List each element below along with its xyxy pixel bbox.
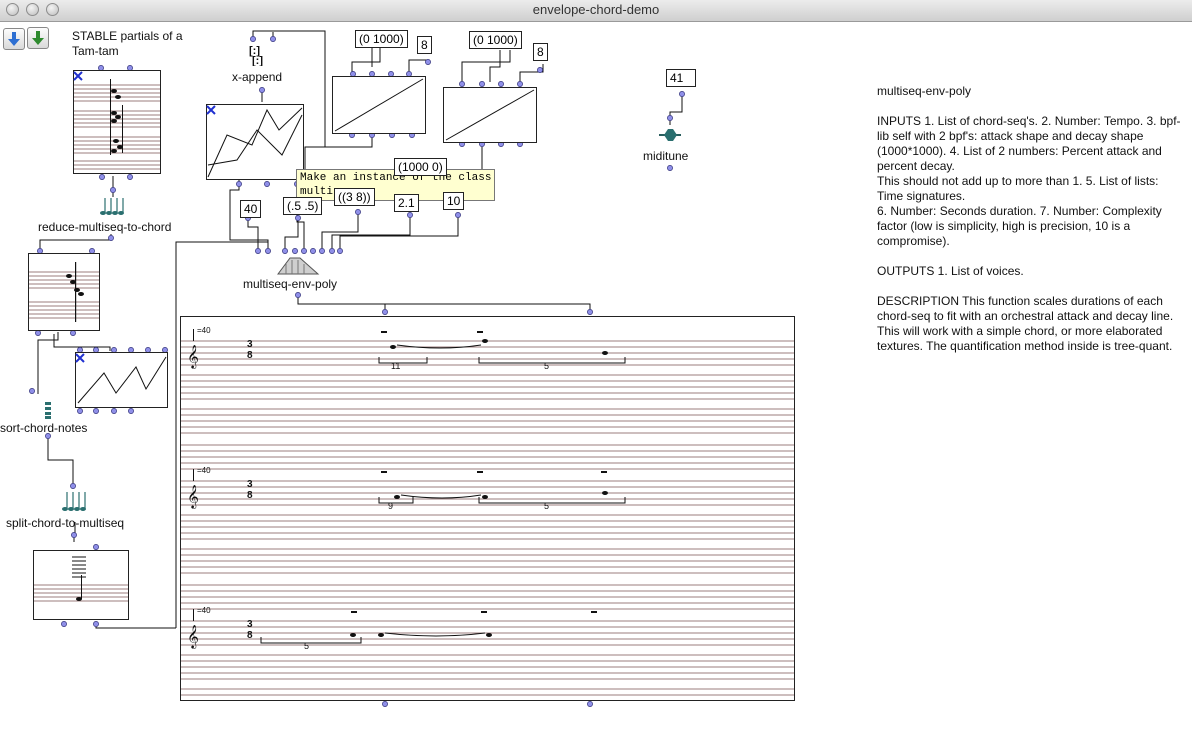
score-staves: 𝄞 𝄞 𝄞 [181,317,794,700]
bpf-editor-zigzag[interactable] [75,352,168,408]
svg-text:[:]: [:] [252,55,263,66]
tempo-marking: =40 [197,466,211,475]
lock-x-icon[interactable] [72,70,84,82]
split-chord-icon[interactable] [62,490,88,514]
doc-body: INPUTS 1. List of chord-seq's. 2. Number… [877,114,1181,353]
time-sig-bottom: 8 [247,630,253,641]
tuplet-label: 5 [304,641,309,651]
chord-notation-icon [74,71,160,173]
time-sig-top: 3 [247,479,253,490]
reduce-multiseq-to-chord-label[interactable]: reduce-multiseq-to-chord [38,220,171,234]
miditune-icon[interactable] [659,127,681,143]
doc-heading: multiseq-env-poly [877,84,971,98]
bpf-box-2[interactable] [443,87,537,143]
svg-text:𝄞: 𝄞 [187,346,199,369]
x-append-label[interactable]: x-append [232,70,282,84]
number-box-41[interactable]: 41 [666,69,696,87]
number-box-8b[interactable]: 8 [533,43,548,61]
range-box-2[interactable]: (0 1000) [469,31,522,49]
reduce-multiseq-icon[interactable] [100,196,126,216]
time-sig-top: 3 [247,339,253,350]
bpf-editor-box[interactable] [206,104,304,180]
chord-notation-icon [34,551,128,619]
time-sig-box[interactable]: ((3 8)) [334,188,375,206]
tuplet-label: 9 [388,501,393,511]
sort-chord-notes-label[interactable]: sort-chord-notes [0,421,87,435]
lock-x-icon[interactable] [74,352,86,364]
sort-chord-notes-icon[interactable] [40,400,56,420]
split-chord-to-multiseq-label[interactable]: split-chord-to-multiseq [6,516,124,530]
number-box-8a[interactable]: 8 [417,36,432,54]
poly-score-editor[interactable]: 𝄞 𝄞 𝄞 =40 [180,316,795,701]
tempo-marking: =40 [197,606,211,615]
tempo-marking: =40 [197,326,211,335]
miditune-label[interactable]: miditune [643,149,688,163]
tuplet-label: 11 [391,361,400,371]
window-title: envelope-chord-demo [0,2,1192,17]
range-box-1[interactable]: (0 1000) [355,30,408,48]
bpf-zigzag-icon [76,353,167,407]
duration-box[interactable]: 2.1 [394,194,419,212]
patch-canvas[interactable]: STABLE partials of a Tam-tam [0,22,1192,734]
bpf-line-icon [333,77,425,133]
bpf-box-1[interactable] [332,76,426,134]
lock-x-icon[interactable] [205,104,217,116]
complexity-box[interactable]: 10 [443,192,464,210]
chord-editor-tamtam[interactable] [73,70,161,174]
tuplet-label: 5 [544,501,549,511]
chord-editor-split[interactable] [33,550,129,620]
fraction-box[interactable]: (1000 0) [394,158,447,176]
chord-notation-icon [29,254,99,330]
tuplet-label: 5 [544,361,549,371]
title-bar: envelope-chord-demo [0,0,1192,22]
svg-text:𝄞: 𝄞 [187,486,199,509]
tempo-box[interactable]: 40 [240,200,261,218]
function-documentation: multiseq-env-poly INPUTS 1. List of chor… [877,84,1182,354]
x-append-icon: [:] [:] [249,44,273,66]
svg-text:𝄞: 𝄞 [187,626,199,649]
time-sig-bottom: 8 [247,490,253,501]
bpf-line-icon [444,88,536,142]
time-sig-top: 3 [247,619,253,630]
time-sig-bottom: 8 [247,350,253,361]
bpf-editor-icon [207,105,303,179]
chord-editor-reduced[interactable] [28,253,100,331]
percent-box[interactable]: (.5 .5) [283,197,322,215]
multiseq-env-poly-label[interactable]: multiseq-env-poly [243,277,337,291]
multiseq-env-poly-icon[interactable] [276,256,320,276]
